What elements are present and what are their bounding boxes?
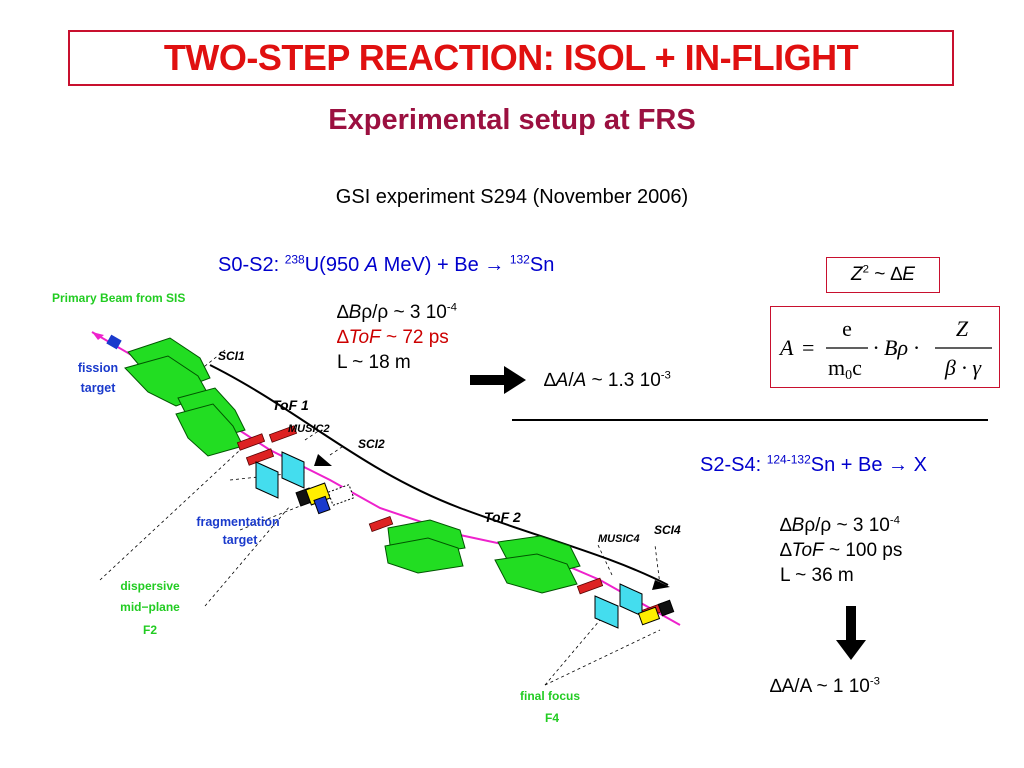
formula-mid: · Bρ ·: [873, 335, 919, 360]
sci2-label: SCI2: [358, 437, 385, 451]
mass-formula: A = e m0c · Bρ · Z β · γ: [778, 316, 992, 383]
stage1-tof: ∆ToF ~ 72 ps: [337, 327, 449, 348]
music4-label: MUSIC4: [598, 533, 640, 545]
stage2-tof: ∆ToF ~ 100 ps: [780, 540, 903, 561]
fission-target-label-2: target: [81, 381, 117, 395]
section-divider: [512, 419, 988, 421]
tof1-label: ToF 1: [272, 397, 309, 413]
frag-target-label-1: fragmentation: [196, 515, 279, 529]
final-focus-label-2: F4: [545, 711, 559, 725]
fission-target-label-1: fission: [78, 361, 118, 375]
stage2-length: L ~ 36 m: [780, 565, 854, 586]
primary-beam-label: Primary Beam from SIS: [52, 291, 185, 305]
arrow-down-icon: [836, 606, 866, 660]
stage1-brho: ∆Bρ/ρ ~ 3 10-4: [337, 301, 457, 323]
mass-formula-box: [770, 306, 1000, 388]
z-energy-relation: Z2 ~ ∆E: [826, 257, 940, 293]
music2-label: MUSIC2: [288, 423, 330, 435]
stage1-resolution: ∆A/A ~ 1.3 10-3: [544, 369, 671, 391]
sci4-label: SCI4: [654, 523, 681, 537]
stage1-reaction: S0-S2: 238U(950 A MeV) + Be → 132Sn: [218, 252, 555, 276]
frs-diagram: Primary Beam from SIS fission target SCI…: [52, 291, 681, 725]
dispersive-label-1: dispersive: [120, 579, 180, 593]
dispersive-label-3: F2: [143, 623, 157, 637]
formula-den1: m0c: [828, 355, 862, 383]
sci1-label: SCI1: [218, 349, 245, 363]
slide-subtitle: Experimental setup at FRS: [328, 104, 696, 136]
arrow-right-icon: [470, 366, 526, 394]
stage2-reaction: S2-S4: 124-132Sn + Be → X: [700, 452, 927, 476]
stage2-parameters: ∆Bρ/ρ ~ 3 10-4 ∆ToF ~ 100 ps L ~ 36 m: [780, 513, 902, 588]
stage1-parameters: ∆Bρ/ρ ~ 3 10-4 ∆ToF ~ 72 ps L ~ 18 m: [337, 300, 457, 375]
tof2-label: ToF 2: [484, 509, 521, 525]
slide-title: TWO-STEP REACTION: ISOL + IN-FLIGHT: [163, 37, 859, 78]
formula-num1: e: [842, 316, 852, 341]
final-focus-label-1: final focus: [520, 689, 580, 703]
formula-lhs: A: [778, 335, 794, 360]
title-box: [68, 30, 954, 86]
formula-num2: Z: [956, 316, 969, 341]
stage1-length: L ~ 18 m: [337, 352, 411, 373]
frag-target-label-2: target: [223, 533, 259, 547]
formula-eq: =: [802, 335, 814, 360]
experiment-label: GSI experiment S294 (November 2006): [335, 186, 689, 208]
stage2-brho: ∆Bρ/ρ ~ 3 10-4: [780, 514, 900, 536]
stage2-resolution: ∆A/A ~ 1 10-3: [770, 675, 880, 697]
dispersive-label-2: mid−plane: [120, 600, 180, 614]
formula-den2: β · γ: [944, 355, 982, 380]
